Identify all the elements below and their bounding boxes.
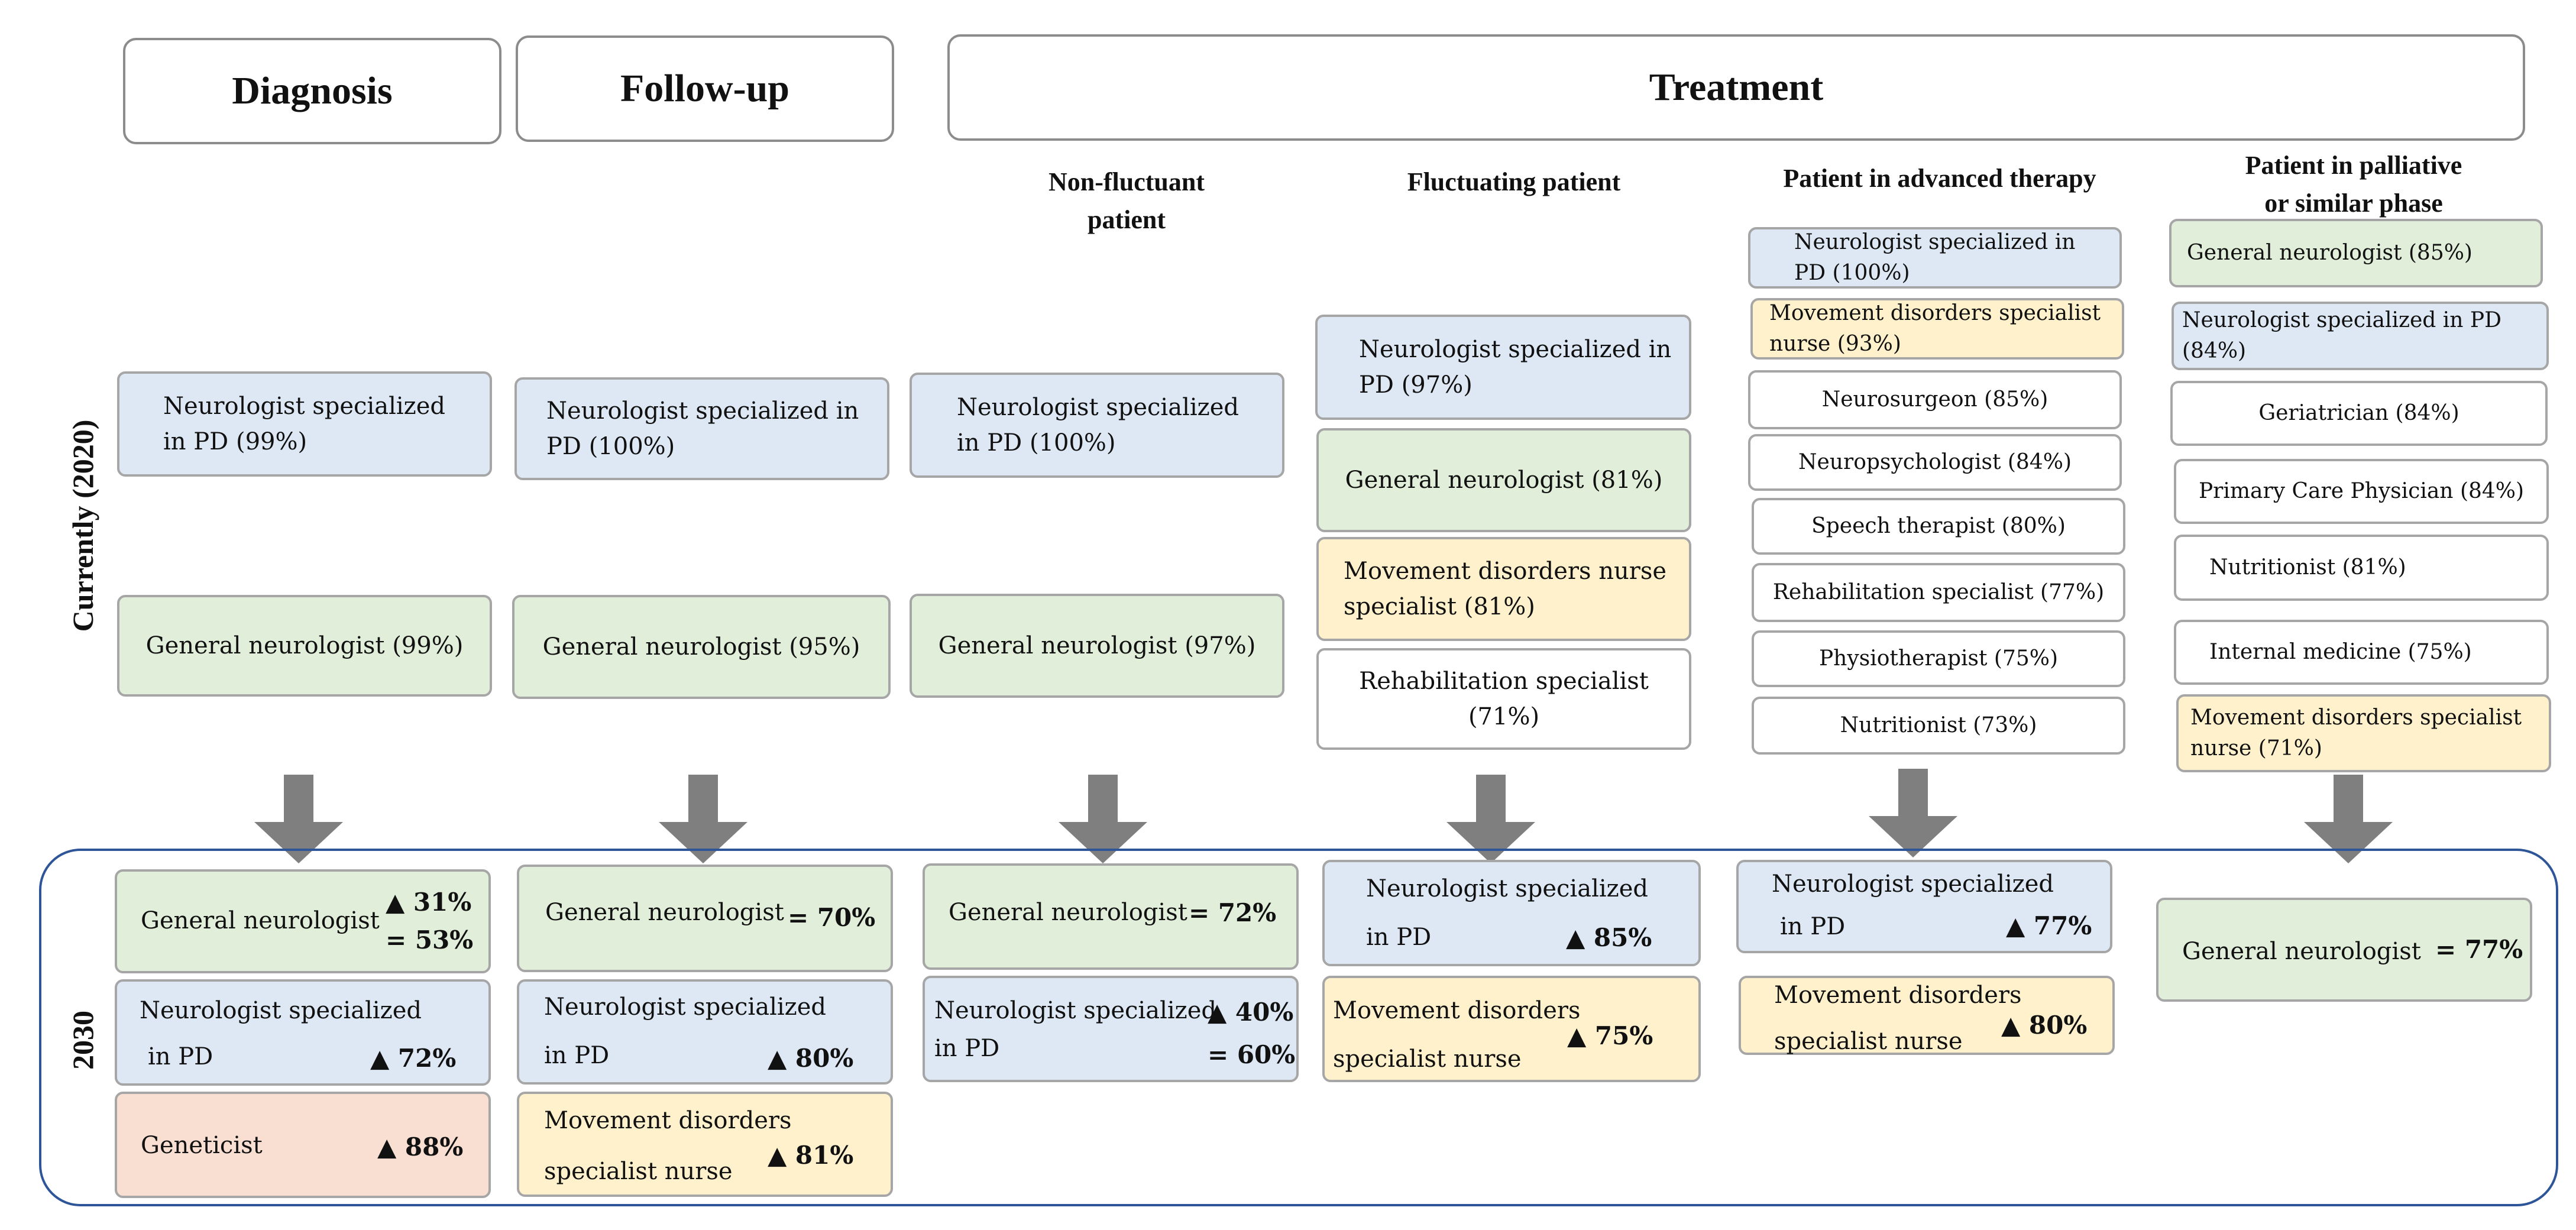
current-pall-pd-neurologist: Neurologist specialized in PD (84%) bbox=[2172, 302, 2549, 370]
col-head-advanced: Patient in advanced therapy bbox=[1783, 164, 2096, 193]
future-fluct-pd-value: ▲ 85% bbox=[1566, 923, 1652, 952]
future-adv-nurse-label2: specialist nurse bbox=[1774, 1028, 1963, 1055]
future-pall-general-neurologist: General neurologist = 77% bbox=[2156, 898, 2532, 1002]
future-adv-pd-label2: in PD bbox=[1780, 913, 1846, 940]
future-fluct-nurse-value: ▲ 75% bbox=[1567, 1021, 1653, 1050]
down-arrow-icon bbox=[1059, 775, 1147, 863]
down-arrow-icon bbox=[659, 775, 747, 863]
future-followup-general-neurologist: General neurologist = 70% bbox=[517, 865, 893, 972]
current-adv-nutritionist: Nutritionist (73%) bbox=[1752, 697, 2125, 755]
current-followup-general-neurologist: General neurologist (95%) bbox=[512, 595, 891, 699]
current-adv-pd-neurologist: Neurologist specialized in PD (100%) bbox=[1748, 227, 2122, 289]
current-followup-pd-neurologist: Neurologist specialized in PD (100%) bbox=[514, 377, 889, 480]
header-diagnosis-label: Diagnosis bbox=[232, 69, 393, 112]
future-diagnosis-geneticist: Geneticist ▲ 88% bbox=[115, 1092, 491, 1198]
header-followup-label: Follow-up bbox=[620, 67, 790, 110]
future-nonfluct-gn-value: = 72% bbox=[1189, 898, 1277, 927]
future-2030-frame bbox=[39, 849, 2558, 1206]
current-nonfluct-general-neurologist: General neurologist (97%) bbox=[910, 594, 1284, 698]
col-head-palliative-line2: or similar phase bbox=[2264, 189, 2443, 218]
future-followup-md-nurse: Movement disorders specialist nurse ▲ 81… bbox=[517, 1092, 893, 1197]
future-followup-nurse-value: ▲ 81% bbox=[768, 1141, 854, 1170]
future-nonfluct-pd-label2: in PD bbox=[934, 1035, 1000, 1062]
current-pall-general-neurologist: General neurologist (85%) bbox=[2169, 219, 2543, 287]
future-diagnosis-general-neurologist: General neurologist ▲ 31% = 53% bbox=[115, 869, 491, 973]
future-nonfluct-pd-label1: Neurologist specialized bbox=[934, 997, 1217, 1024]
future-adv-nurse-label1: Movement disorders bbox=[1774, 982, 2022, 1009]
future-diagnosis-pd-value: ▲ 72% bbox=[370, 1044, 457, 1073]
future-nonfluct-gn-label: General neurologist bbox=[949, 899, 1187, 926]
down-arrow-icon bbox=[1869, 769, 1957, 857]
current-adv-speech-therapist: Speech therapist (80%) bbox=[1752, 498, 2125, 555]
future-diagnosis-gen-label: Geneticist bbox=[141, 1132, 263, 1159]
col-head-fluctuating: Fluctuating patient bbox=[1407, 167, 1621, 196]
future-followup-nurse-label1: Movement disorders bbox=[544, 1107, 792, 1134]
future-diagnosis-gn-value2: = 53% bbox=[386, 925, 474, 954]
future-fluct-md-nurse: Movement disorders specialist nurse ▲ 75… bbox=[1322, 976, 1701, 1082]
current-diagnosis-general-neurologist: General neurologist (99%) bbox=[117, 595, 492, 697]
down-arrow-icon bbox=[2304, 775, 2393, 863]
col-head-palliative: Patient in palliative or similar phase bbox=[2153, 147, 2555, 222]
future-nonfluct-pd-value2: = 60% bbox=[1208, 1040, 1296, 1069]
current-pall-md-nurse: Movement disorders specialist nurse (71%… bbox=[2176, 694, 2551, 772]
future-fluct-nurse-label2: specialist nurse bbox=[1333, 1046, 1522, 1073]
col-head-non-fluctuant: Non-fluctuant patient bbox=[946, 163, 1307, 239]
current-pall-geriatrician: Geriatrician (84%) bbox=[2170, 381, 2548, 446]
col-head-non-fluctuant-line2: patient bbox=[1088, 205, 1166, 234]
future-pall-gn-value: = 77% bbox=[2435, 935, 2523, 964]
current-diagnosis-pd-neurologist: Neurologist specialized in PD (99%) bbox=[117, 371, 492, 477]
header-treatment: Treatment bbox=[947, 34, 2525, 141]
current-fluct-pd-neurologist: Neurologist specialized in PD (97%) bbox=[1315, 315, 1691, 420]
future-fluct-pd-label1: Neurologist specialized bbox=[1366, 875, 1649, 902]
current-fluct-rehab-specialist: Rehabilitation specialist (71%) bbox=[1316, 648, 1691, 750]
current-nonfluct-pd-neurologist: Neurologist specialized in PD (100%) bbox=[910, 373, 1284, 478]
header-treatment-label: Treatment bbox=[1649, 66, 1824, 109]
current-fluct-general-neurologist: General neurologist (81%) bbox=[1316, 428, 1691, 532]
future-diagnosis-pd-neurologist: Neurologist specialized in PD ▲ 72% bbox=[115, 979, 491, 1086]
future-followup-pd-label1: Neurologist specialized bbox=[544, 993, 827, 1021]
future-followup-pd-label2: in PD bbox=[544, 1042, 610, 1069]
header-followup: Follow-up bbox=[516, 35, 894, 142]
future-diagnosis-gn-value1: ▲ 31% bbox=[386, 888, 472, 917]
future-fluct-pd-label2: in PD bbox=[1366, 924, 1432, 951]
down-arrow-icon bbox=[1446, 775, 1535, 863]
future-diagnosis-gen-value: ▲ 88% bbox=[377, 1132, 464, 1161]
current-pall-primary-care: Primary Care Physician (84%) bbox=[2174, 459, 2549, 524]
down-arrow-icon bbox=[254, 775, 343, 863]
future-diagnosis-pd-label1: Neurologist specialized bbox=[140, 997, 422, 1024]
future-nonfluct-pd-neurologist: Neurologist specialized in PD ▲ 40% = 60… bbox=[923, 976, 1299, 1082]
current-adv-rehab-specialist: Rehabilitation specialist (77%) bbox=[1752, 563, 2125, 622]
future-followup-gn-label: General neurologist bbox=[545, 899, 784, 926]
header-diagnosis: Diagnosis bbox=[123, 38, 501, 144]
future-adv-pd-value: ▲ 77% bbox=[2006, 911, 2092, 940]
future-diagnosis-gn-label: General neurologist bbox=[141, 907, 380, 934]
future-followup-gn-value: = 70% bbox=[788, 903, 876, 932]
current-pall-nutritionist: Nutritionist (81%) bbox=[2174, 535, 2549, 601]
current-pall-internal-medicine: Internal medicine (75%) bbox=[2174, 620, 2549, 685]
col-head-non-fluctuant-line1: Non-fluctuant bbox=[1048, 167, 1205, 196]
col-head-palliative-line1: Patient in palliative bbox=[2245, 151, 2462, 180]
future-diagnosis-pd-label2: in PD bbox=[148, 1043, 213, 1070]
future-nonfluct-general-neurologist: General neurologist = 72% bbox=[923, 863, 1299, 970]
future-adv-pd-label1: Neurologist specialized bbox=[1772, 870, 2054, 898]
current-adv-neuropsychologist: Neuropsychologist (84%) bbox=[1748, 434, 2122, 491]
future-fluct-pd-neurologist: Neurologist specialized in PD ▲ 85% bbox=[1322, 860, 1701, 966]
future-nonfluct-pd-value1: ▲ 40% bbox=[1208, 998, 1294, 1027]
future-adv-pd-neurologist: Neurologist specialized in PD ▲ 77% bbox=[1736, 860, 2112, 953]
future-followup-pd-value: ▲ 80% bbox=[768, 1044, 854, 1073]
future-pall-gn-label: General neurologist bbox=[2182, 938, 2421, 965]
current-fluct-md-nurse: Movement disorders nurse specialist (81%… bbox=[1316, 537, 1691, 641]
row-label-current: Currently (2020) bbox=[66, 419, 99, 632]
future-followup-nurse-label2: specialist nurse bbox=[544, 1158, 733, 1185]
future-fluct-nurse-label1: Movement disorders bbox=[1333, 997, 1581, 1024]
future-followup-pd-neurologist: Neurologist specialized in PD ▲ 80% bbox=[517, 979, 893, 1085]
future-adv-nurse-value: ▲ 80% bbox=[2001, 1011, 2088, 1040]
current-adv-physiotherapist: Physiotherapist (75%) bbox=[1752, 630, 2125, 687]
future-adv-md-nurse: Movement disorders specialist nurse ▲ 80… bbox=[1739, 976, 2115, 1055]
current-adv-md-nurse: Movement disorders specialist nurse (93%… bbox=[1750, 298, 2124, 360]
current-adv-neurosurgeon: Neurosurgeon (85%) bbox=[1748, 370, 2122, 429]
